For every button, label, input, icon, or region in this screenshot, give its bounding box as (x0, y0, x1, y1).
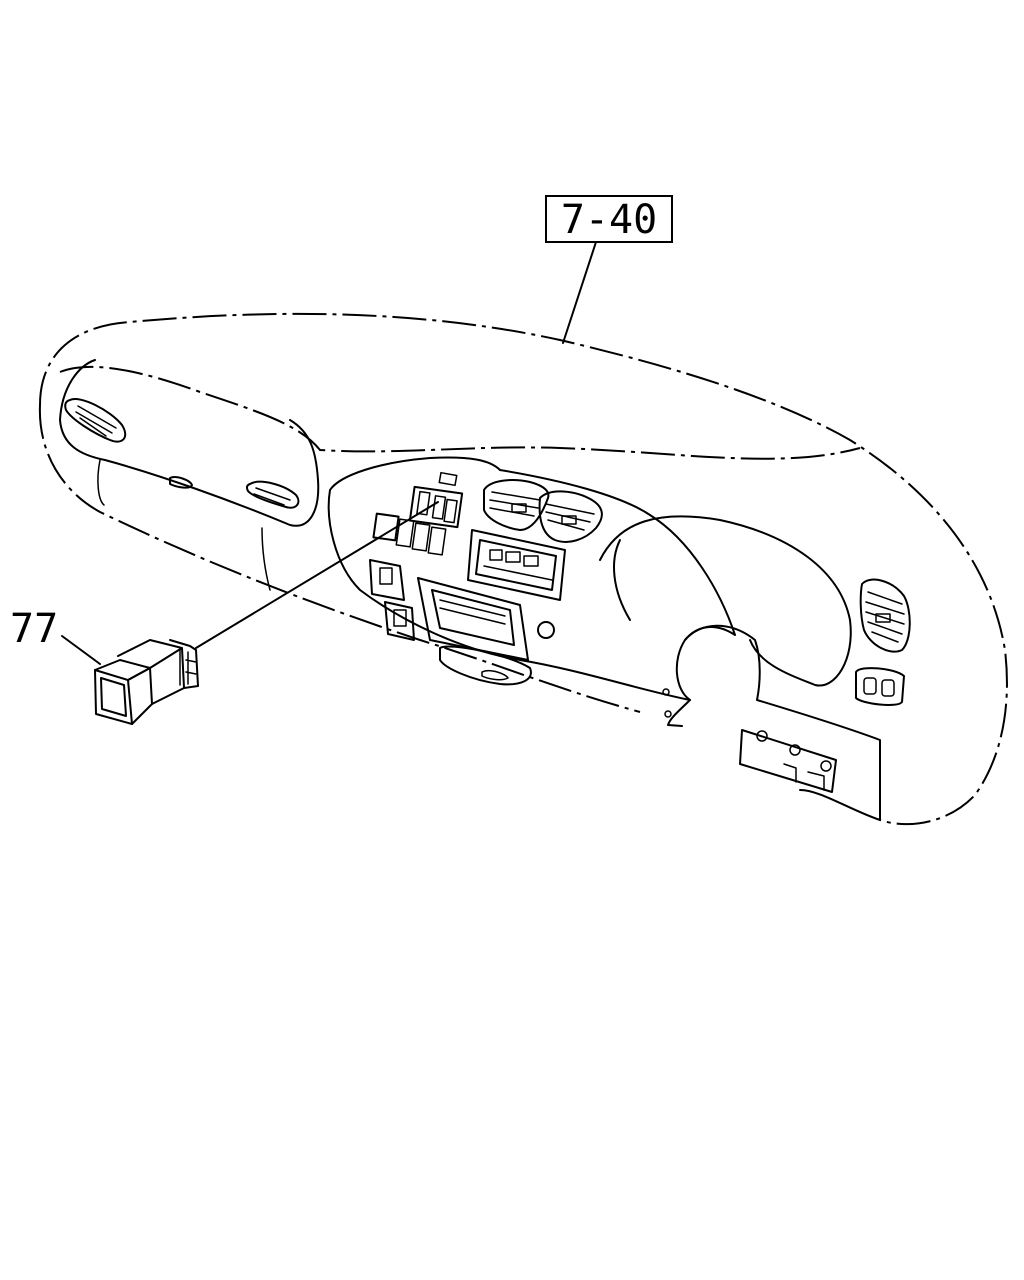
dashboard-lower-outline (38, 404, 641, 713)
center-vents (483, 479, 603, 543)
switch-body (94, 639, 199, 725)
leader-line-77 (61, 635, 101, 665)
dashboard-top-outline (39, 312, 1008, 826)
steering-column-cover (662, 624, 881, 821)
center-console-face (327, 456, 736, 701)
dashboard-face-edge (59, 365, 861, 460)
leader-line-switch-to-dash (195, 501, 439, 649)
callout-label-77: 77 (10, 606, 58, 652)
left-pad-fold (97, 459, 105, 506)
hood-inner-edge (613, 539, 631, 621)
lower-tray-handle (481, 669, 509, 681)
lower-knee-panel (739, 729, 837, 793)
side-switches (369, 559, 415, 641)
left-vent (64, 398, 127, 443)
left-pad-fold-2 (261, 527, 271, 591)
lower-tray (439, 645, 532, 686)
switch-part-77[interactable]: 77 (10, 501, 439, 725)
right-vent (859, 578, 911, 653)
audio-unit (417, 577, 555, 661)
left-pad (59, 359, 320, 527)
right-switches (855, 667, 905, 706)
climate-control-panel (467, 529, 566, 601)
side-vent (245, 480, 300, 509)
small-slot (169, 476, 193, 489)
leader-line-7-40 (562, 241, 597, 344)
switch-bank-upper (408, 471, 464, 529)
callout-7-40[interactable]: 7-40 (545, 195, 673, 344)
instrument-cluster-hood (599, 515, 852, 687)
dashboard-assembly[interactable] (38, 312, 1008, 826)
callout-box (545, 195, 673, 243)
callout-label-7-40: 7-40 (561, 197, 657, 243)
